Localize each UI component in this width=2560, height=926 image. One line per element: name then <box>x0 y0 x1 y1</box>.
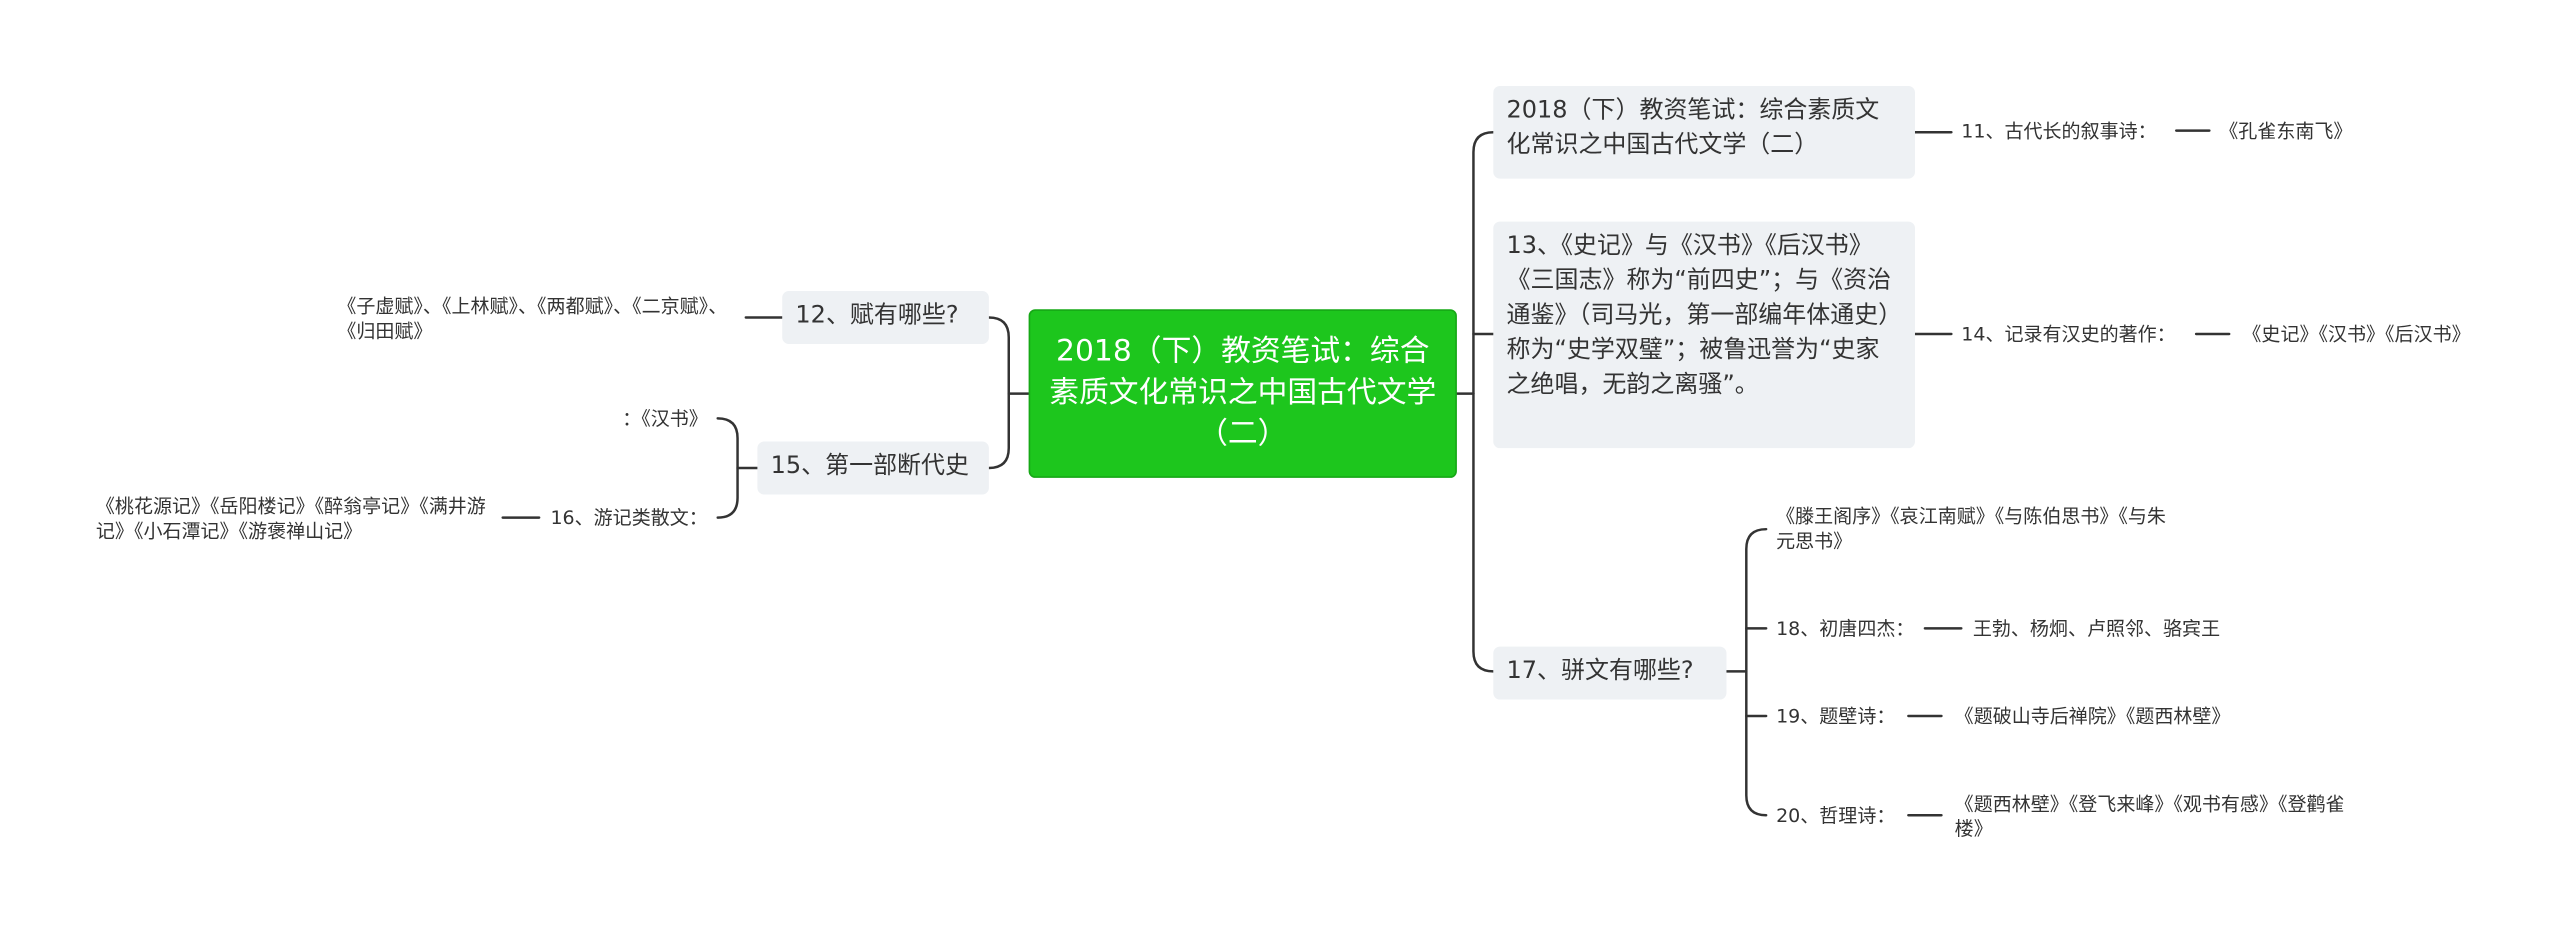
subtopic-value: 《题破山寺后禅院》《题西林壁》 <box>1954 704 2231 728</box>
subtopic-19[interactable]: 19、题壁诗： <box>1776 704 1895 729</box>
topic-parallel-prose[interactable]: 17、骈文有哪些? <box>1493 646 1727 700</box>
subtopic-18[interactable]: 18、初唐四杰： <box>1776 617 1914 642</box>
subtopic-label: 19、题壁诗： <box>1776 704 1896 728</box>
subtopic-19-value[interactable]: 《题破山寺后禅院》《题西林壁》 <box>1955 704 2231 729</box>
subtopic-value: 《孔雀东南飞》 <box>2219 119 2353 143</box>
subtopic-label: 14、记录有汉史的著作： <box>1961 322 2176 346</box>
subtopic-label: 18、初唐四杰： <box>1776 616 1915 640</box>
subtopic-label: 20、哲理诗： <box>1776 803 1896 827</box>
topic-dynastic-history[interactable]: 15、第一部断代史 <box>757 441 989 495</box>
subtopic-label: 《滕王阁序》《哀江南赋》《与陈伯思书》《与朱元思书》 <box>1776 504 2166 553</box>
topic-branch-title[interactable]: 2018（下）教资笔试：综合素质文化常识之中国古代文学（二） <box>1493 85 1915 179</box>
subtopic-14[interactable]: 14、记录有汉史的著作： <box>1961 322 2175 347</box>
topic-label: 2018（下）教资笔试：综合素质文化常识之中国古代文学（二） <box>1506 97 1880 159</box>
topic-fu[interactable]: 12、赋有哪些? <box>782 291 989 344</box>
subtopic-value: 《桃花源记》《岳阳楼记》《醉翁亭记》《满井游记》《小石潭记》《游褒禅山记》 <box>95 494 486 543</box>
subtopic-14-value[interactable]: 《史记》《汉书》《后汉书》 <box>2242 322 2470 347</box>
subtopic-value: 王勃、杨炯、卢照邻、骆宾王 <box>1972 616 2221 640</box>
subtopic-fu-works[interactable]: 《子虚赋》、《上林赋》、《两都赋》、《二京赋》、《归田赋》 <box>337 294 737 344</box>
topic-label: 15、第一部断代史 <box>770 453 969 480</box>
subtopic-16-value[interactable]: 《桃花源记》《岳阳楼记》《醉翁亭记》《满井游记》《小石潭记》《游褒禅山记》 <box>96 494 496 544</box>
subtopic-han-shu[interactable]: ：《汉书》 <box>562 407 708 432</box>
subtopic-value: 《题西林壁》《登飞来峰》《观书有感》《登鹳雀楼》 <box>1954 792 2345 841</box>
topic-four-histories[interactable]: 13、《史记》与《汉书》《后汉书》《三国志》称为“前四史”；与《资治通鉴》（司马… <box>1493 221 1915 449</box>
topic-label: 13、《史记》与《汉书》《后汉书》《三国志》称为“前四史”；与《资治通鉴》（司马… <box>1506 233 1892 399</box>
topic-label: 17、骈文有哪些? <box>1506 658 1694 685</box>
subtopic-11-value[interactable]: 《孔雀东南飞》 <box>2219 119 2352 144</box>
subtopic-20-value[interactable]: 《题西林壁》《登飞来峰》《观书有感》《登鹳雀楼》 <box>1955 792 2365 842</box>
topic-label: 12、赋有哪些? <box>795 302 959 330</box>
subtopic-11[interactable]: 11、古代长的叙事诗： <box>1961 119 2156 144</box>
subtopic-label: 《子虚赋》、《上林赋》、《两都赋》、《二京赋》、《归田赋》 <box>337 294 728 343</box>
root-topic-label: 2018（下）教资笔试：综合素质文化常识之中国古代文学（二） <box>1049 334 1437 452</box>
subtopic-18-value[interactable]: 王勃、杨炯、卢照邻、骆宾王 <box>1973 617 2220 642</box>
subtopic-20[interactable]: 20、哲理诗： <box>1776 804 1895 829</box>
subtopic-label: 16、游记类散文： <box>550 506 708 530</box>
subtopic-value: 《史记》《汉书》《后汉书》 <box>2242 322 2471 346</box>
subtopic-parallel-prose-works[interactable]: 《滕王阁序》《哀江南赋》《与陈伯思书》《与朱元思书》 <box>1776 504 2181 554</box>
subtopic-label: 11、古代长的叙事诗： <box>1961 119 2157 143</box>
subtopic-16[interactable]: 16、游记类散文： <box>539 506 708 531</box>
subtopic-label: ：《汉书》 <box>622 406 708 430</box>
root-topic[interactable]: 2018（下）教资笔试：综合素质文化常识之中国古代文学（二） <box>1028 309 1457 478</box>
